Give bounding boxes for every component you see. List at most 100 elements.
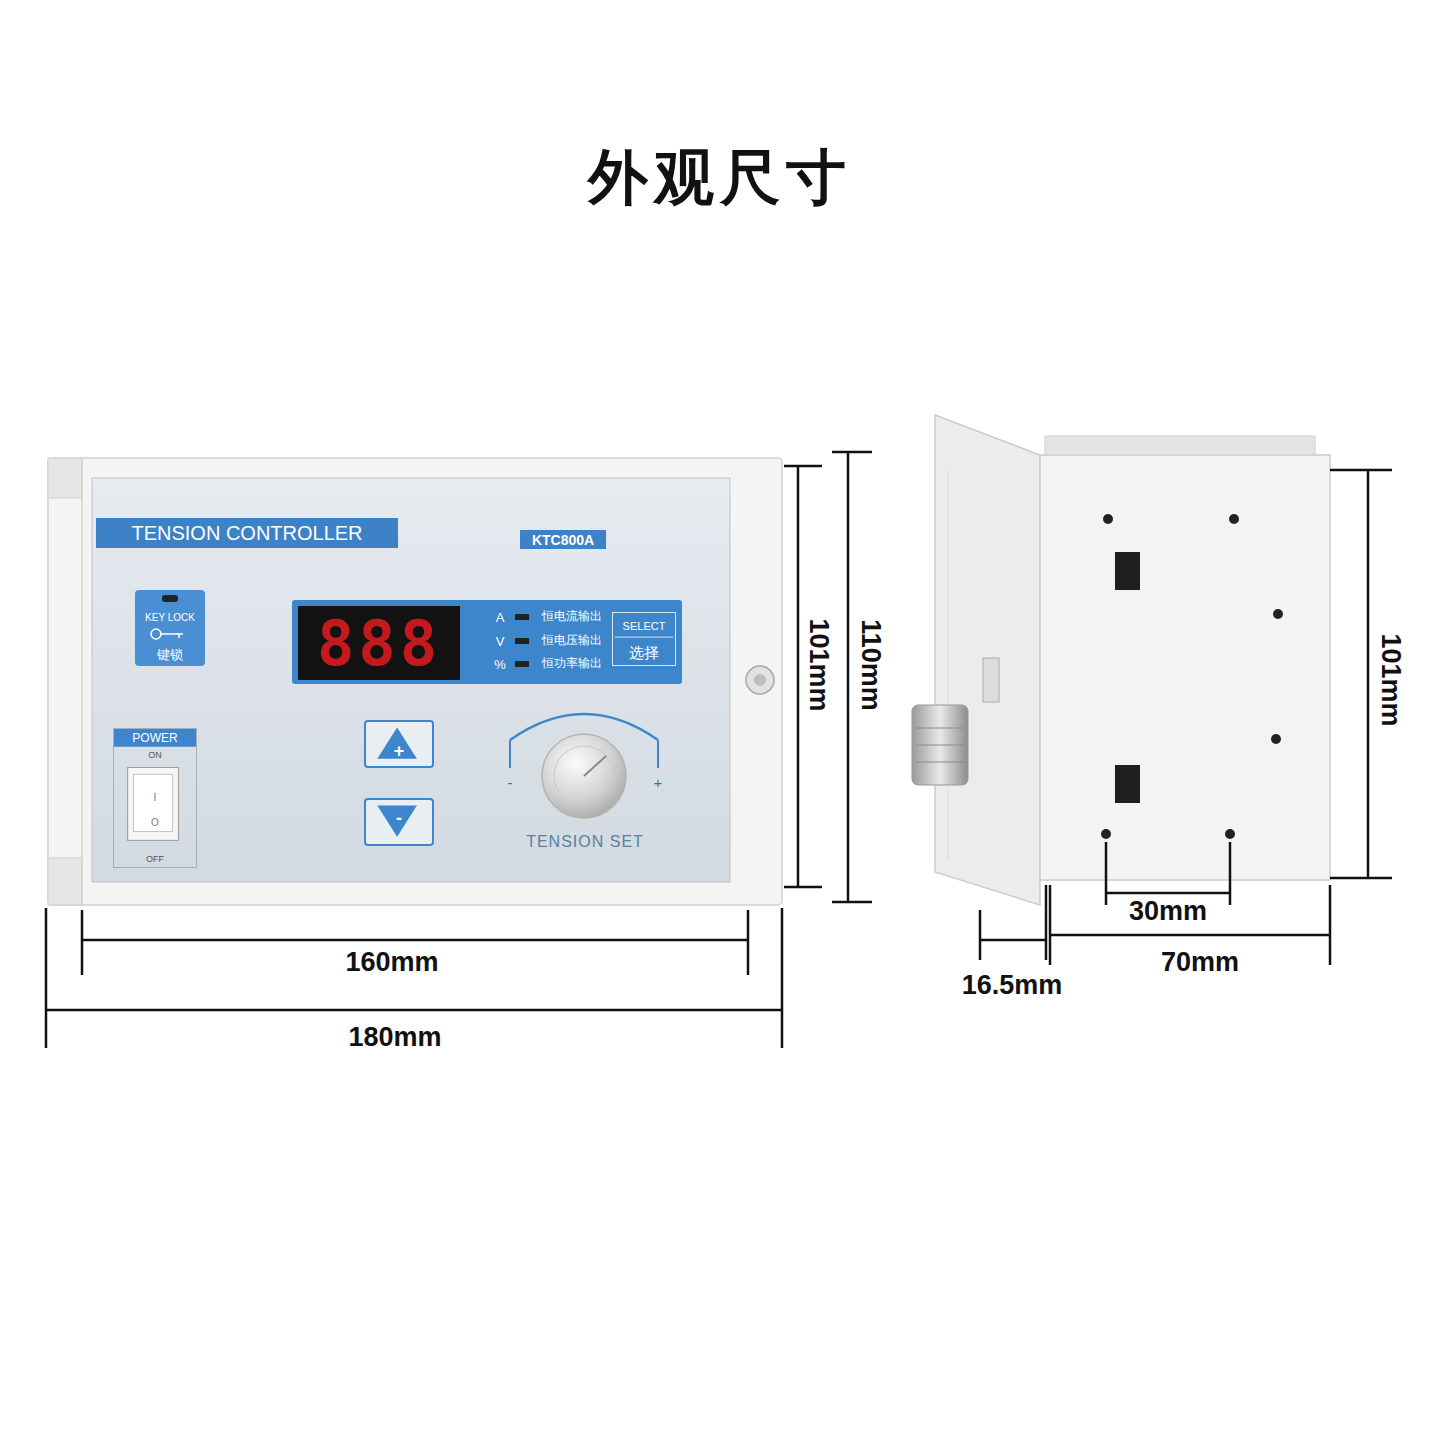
page-title: 外观尺寸 bbox=[588, 148, 852, 208]
dimension-lines bbox=[1330, 877, 1392, 880]
dimension-lines bbox=[832, 901, 872, 904]
node-decoration bbox=[178, 634, 180, 638]
dimension-label: 160mm bbox=[345, 949, 438, 976]
front-housing bbox=[48, 458, 82, 498]
button-label: SELECT bbox=[623, 621, 666, 632]
dimension-lines bbox=[784, 886, 822, 889]
side-housing bbox=[1101, 829, 1111, 839]
node-decoration bbox=[162, 595, 178, 602]
front-housing bbox=[92, 478, 730, 882]
dimension-lines bbox=[1050, 934, 1330, 937]
dimension-lines bbox=[45, 908, 48, 1048]
dimension-label: 30mm bbox=[1129, 898, 1207, 925]
button-symbol: - bbox=[396, 809, 402, 827]
keylock-button: KEY LOCK键锁 bbox=[135, 590, 205, 666]
side-housing bbox=[1045, 436, 1315, 455]
dimension-lines bbox=[1367, 470, 1370, 878]
dimension-lines bbox=[1229, 842, 1232, 905]
side-housing bbox=[916, 745, 964, 746]
dimension-lines bbox=[781, 908, 784, 1048]
side-housing bbox=[916, 728, 964, 729]
switch-mark: I bbox=[154, 793, 157, 803]
dial-mark: - bbox=[508, 775, 513, 790]
front-housing bbox=[48, 458, 782, 905]
up-button: + bbox=[364, 720, 434, 768]
button-symbol: + bbox=[394, 742, 405, 760]
dimension-label: 180mm bbox=[348, 1024, 441, 1051]
down-button: - bbox=[364, 798, 434, 846]
front-housing bbox=[48, 858, 82, 905]
node-decoration bbox=[615, 637, 673, 638]
switch-title: POWER bbox=[132, 732, 177, 744]
display-panel bbox=[515, 661, 529, 667]
mode-label: 恒电流输出 bbox=[542, 611, 602, 623]
title-band: TENSION CONTROLLER bbox=[96, 518, 398, 548]
side-housing bbox=[1225, 829, 1235, 839]
display-digits: 888 bbox=[317, 613, 441, 675]
tension-knob bbox=[584, 756, 606, 776]
dimension-lines bbox=[1049, 885, 1052, 965]
dimension-label: 110mm bbox=[857, 619, 884, 711]
dimension-lines bbox=[747, 910, 750, 975]
dimension-lines bbox=[1106, 892, 1230, 895]
display-panel bbox=[515, 614, 529, 620]
dimension-lines bbox=[1330, 469, 1392, 472]
dimension-lines bbox=[847, 452, 850, 902]
display-panel bbox=[292, 600, 682, 684]
led-display: 888 bbox=[298, 606, 460, 680]
node-decoration bbox=[134, 774, 173, 831]
display-panel bbox=[292, 600, 682, 684]
dimension-lines bbox=[1329, 885, 1332, 965]
side-housing bbox=[948, 470, 949, 860]
front-housing bbox=[754, 674, 766, 686]
side-housing bbox=[1115, 552, 1140, 590]
side-housing bbox=[1040, 455, 1330, 880]
dimension-lines bbox=[1045, 885, 1048, 960]
front-housing bbox=[746, 666, 774, 694]
side-housing bbox=[1271, 734, 1281, 744]
node-decoration bbox=[377, 806, 417, 837]
select-button: SELECT 选择 bbox=[612, 612, 676, 666]
mode-letter: V bbox=[496, 635, 505, 648]
dial-label: TENSION SET bbox=[526, 834, 644, 850]
dimension-lines bbox=[980, 939, 1046, 942]
side-housing bbox=[983, 658, 999, 702]
tension-knob bbox=[554, 746, 614, 806]
mode-label: 恒电压输出 bbox=[542, 635, 602, 647]
switch-mark: O bbox=[151, 818, 159, 828]
node-decoration bbox=[114, 729, 196, 747]
mode-label: 恒功率输出 bbox=[542, 658, 602, 670]
side-housing bbox=[1273, 609, 1283, 619]
button-label: KEY LOCK bbox=[145, 613, 195, 623]
dimension-label: 70mm bbox=[1161, 949, 1239, 976]
tension-knob bbox=[510, 714, 658, 818]
side-housing bbox=[1103, 514, 1113, 524]
node-decoration bbox=[151, 629, 161, 639]
side-housing bbox=[912, 705, 968, 785]
dimension-lines bbox=[46, 452, 1392, 1048]
dimension-lines bbox=[832, 451, 872, 454]
dimension-label: 16.5mm bbox=[962, 972, 1063, 999]
front-housing bbox=[81, 458, 83, 905]
switch-state: ON bbox=[148, 751, 162, 760]
tension-knob bbox=[657, 740, 659, 768]
button-label: 选择 bbox=[629, 645, 659, 660]
mode-letter: % bbox=[494, 658, 506, 671]
dimension-lines bbox=[797, 466, 800, 887]
side-housing bbox=[912, 415, 1330, 905]
side-housing bbox=[1229, 514, 1239, 524]
dimension-lines bbox=[82, 939, 748, 942]
side-housing bbox=[935, 415, 1040, 905]
dial-mark: + bbox=[654, 775, 663, 790]
tension-knob bbox=[542, 734, 626, 818]
side-housing bbox=[1115, 765, 1140, 803]
model-number: KTC800A bbox=[532, 533, 594, 547]
dimension-lines bbox=[979, 910, 982, 960]
side-housing bbox=[916, 762, 964, 763]
dimension-label: 101mm bbox=[805, 618, 832, 711]
tension-knob bbox=[509, 740, 511, 768]
dimension-lines bbox=[81, 910, 84, 975]
dimension-lines bbox=[46, 1009, 782, 1012]
